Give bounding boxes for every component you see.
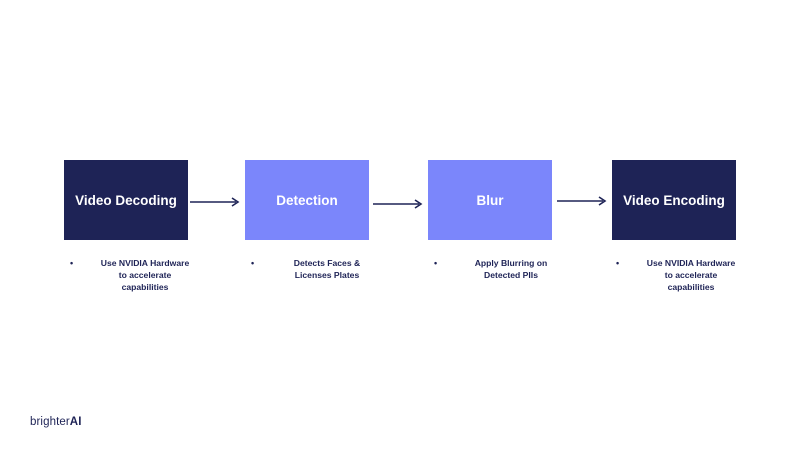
- bullet-blur: • Apply Blurring on Detected PIIs: [425, 257, 575, 281]
- bullet-video-encoding: • Use NVIDIA Hardware to accelerate capa…: [606, 257, 756, 293]
- step-detection: Detection: [245, 160, 369, 240]
- step-label: Video Decoding: [75, 192, 177, 208]
- step-label: Blur: [476, 192, 504, 208]
- arrow-1: [190, 196, 242, 208]
- bullet-video-decoding: • Use NVIDIA Hardware to accelerate capa…: [60, 257, 210, 293]
- bullet-dot: •: [434, 258, 438, 268]
- step-blur: Blur: [428, 160, 552, 240]
- bullet-text: Detects Faces & Licenses Plates: [293, 258, 361, 280]
- bullet-text: Apply Blurring on Detected PIIs: [474, 258, 548, 280]
- bullet-dot: •: [70, 258, 74, 268]
- step-label: Video Encoding: [623, 192, 725, 208]
- step-video-encoding: Video Encoding: [612, 160, 736, 240]
- bullet-text: Use NVIDIA Hardware to accelerate capabi…: [646, 258, 736, 292]
- logo-part1: brighter: [30, 416, 70, 428]
- brand-logo: brighterAI: [30, 416, 82, 428]
- bullet-detection: • Detects Faces & Licenses Plates: [240, 257, 390, 281]
- arrow-2: [373, 198, 425, 210]
- bullet-text: Use NVIDIA Hardware to accelerate capabi…: [100, 258, 190, 292]
- bullet-dot: •: [251, 258, 255, 268]
- step-label: Detection: [276, 192, 338, 208]
- logo-part2: AI: [69, 416, 82, 428]
- step-video-decoding: Video Decoding: [64, 160, 188, 240]
- bullet-dot: •: [616, 258, 620, 268]
- arrow-3: [557, 195, 609, 207]
